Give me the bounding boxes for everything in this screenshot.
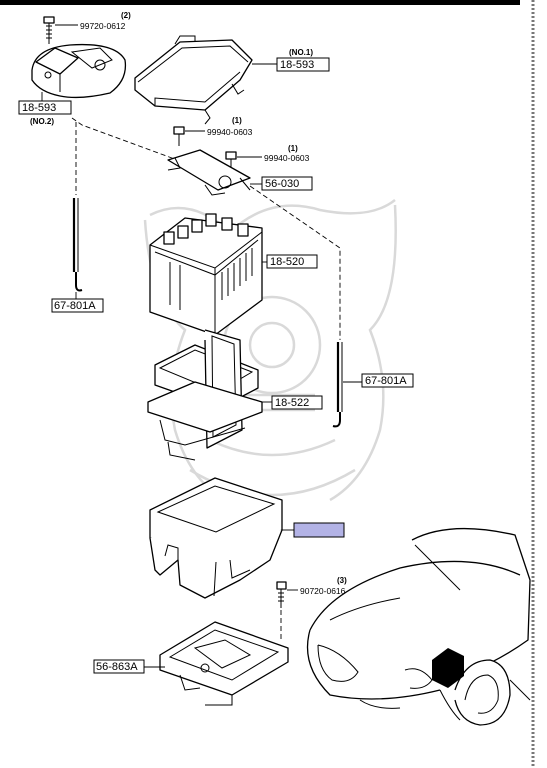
battery-caps (163, 213, 249, 245)
callout-18-593-no1-box (276, 57, 330, 72)
battery-cover-no1 (134, 35, 253, 125)
nut-b-qty: (1) (288, 144, 298, 153)
bolt-top-qty: (2) (121, 11, 131, 20)
dashed-leader-right (249, 185, 341, 340)
callout-18-593-no2: 18-593 (22, 102, 56, 114)
top-border (0, 0, 520, 5)
callout-56-863a: 56-863A (96, 661, 138, 673)
bolt-top-number: 99720-0612 (80, 21, 126, 31)
callout-56-030-box (261, 176, 313, 191)
car-location-view (306, 527, 531, 726)
nut-a-qty: (1) (232, 116, 242, 125)
battery-cover-no2 (31, 43, 127, 99)
callout-67-801a-left-box (51, 298, 104, 313)
callout-18-522: 18-522 (275, 397, 309, 409)
callout-67-801a-left: 67-801A (54, 300, 96, 312)
hold-down-bracket (167, 149, 251, 196)
hold-down-rod-left (72, 198, 83, 292)
callout-18-593-no2-box (18, 100, 72, 115)
callout-no1-tag: (NO.1) (289, 48, 313, 57)
callout-18-593-no1: 18-593 (280, 59, 314, 71)
callout-18-522-box (271, 395, 323, 410)
callout-no2-tag: (NO.2) (30, 117, 54, 126)
battery-tray (159, 621, 289, 706)
hold-down-rod-right (332, 342, 343, 428)
callout-67-801a-right: 67-801A (365, 375, 407, 387)
highlighted-part-label (293, 522, 345, 538)
battery-frame (147, 329, 263, 461)
callout-56-030: 56-030 (265, 178, 299, 190)
bolt-90720-0616 (276, 581, 287, 608)
battery (149, 213, 263, 336)
bolt-tray-qty: (3) (337, 576, 347, 585)
battery-box (149, 477, 283, 599)
nut-b-number: 99940-0603 (264, 153, 310, 163)
bolt-tray-number: 90720-0616 (300, 586, 346, 596)
callout-18-520-box (266, 254, 318, 269)
nut-99940-0603-a (173, 126, 185, 146)
battery-ribs (169, 248, 253, 310)
dashed-leader-left (71, 117, 211, 173)
bolt-99720-0612 (43, 16, 55, 44)
battery-location-marker (432, 648, 464, 688)
callout-56-863a-box (93, 659, 145, 674)
callout-18-520: 18-520 (270, 256, 304, 268)
callout-67-801a-right-box (361, 373, 414, 388)
nut-a-number: 99940-0603 (207, 127, 253, 137)
